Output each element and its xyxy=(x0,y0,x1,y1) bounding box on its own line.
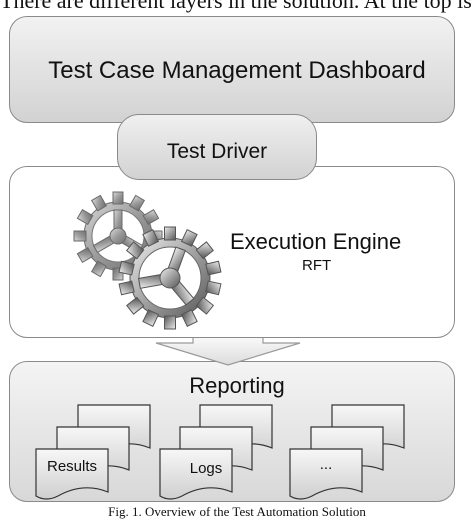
test-driver-label: Test Driver xyxy=(166,140,268,163)
logs-label: Logs xyxy=(189,460,223,477)
gears-icon xyxy=(73,191,222,330)
intro-text-line: There are different layers in the soluti… xyxy=(0,0,474,13)
results-label: Results xyxy=(46,458,98,475)
dashboard-label: Test Case Management Dashboard xyxy=(48,57,426,84)
results-document-stack-icon xyxy=(35,404,151,500)
ellipsis-label: ... xyxy=(319,456,333,473)
large-gear-icon xyxy=(118,226,222,330)
figure-caption: Fig. 1. Overview of the Test Automation … xyxy=(108,504,366,519)
rft-label: RFT xyxy=(302,257,332,274)
dashboard-layer xyxy=(9,16,455,123)
reporting-label: Reporting xyxy=(189,373,285,398)
more-document-stack-icon xyxy=(289,404,405,500)
test-driver-layer xyxy=(117,114,317,180)
execution-engine-label: Execution Engine xyxy=(230,229,402,254)
logs-document-stack-icon xyxy=(159,404,273,500)
